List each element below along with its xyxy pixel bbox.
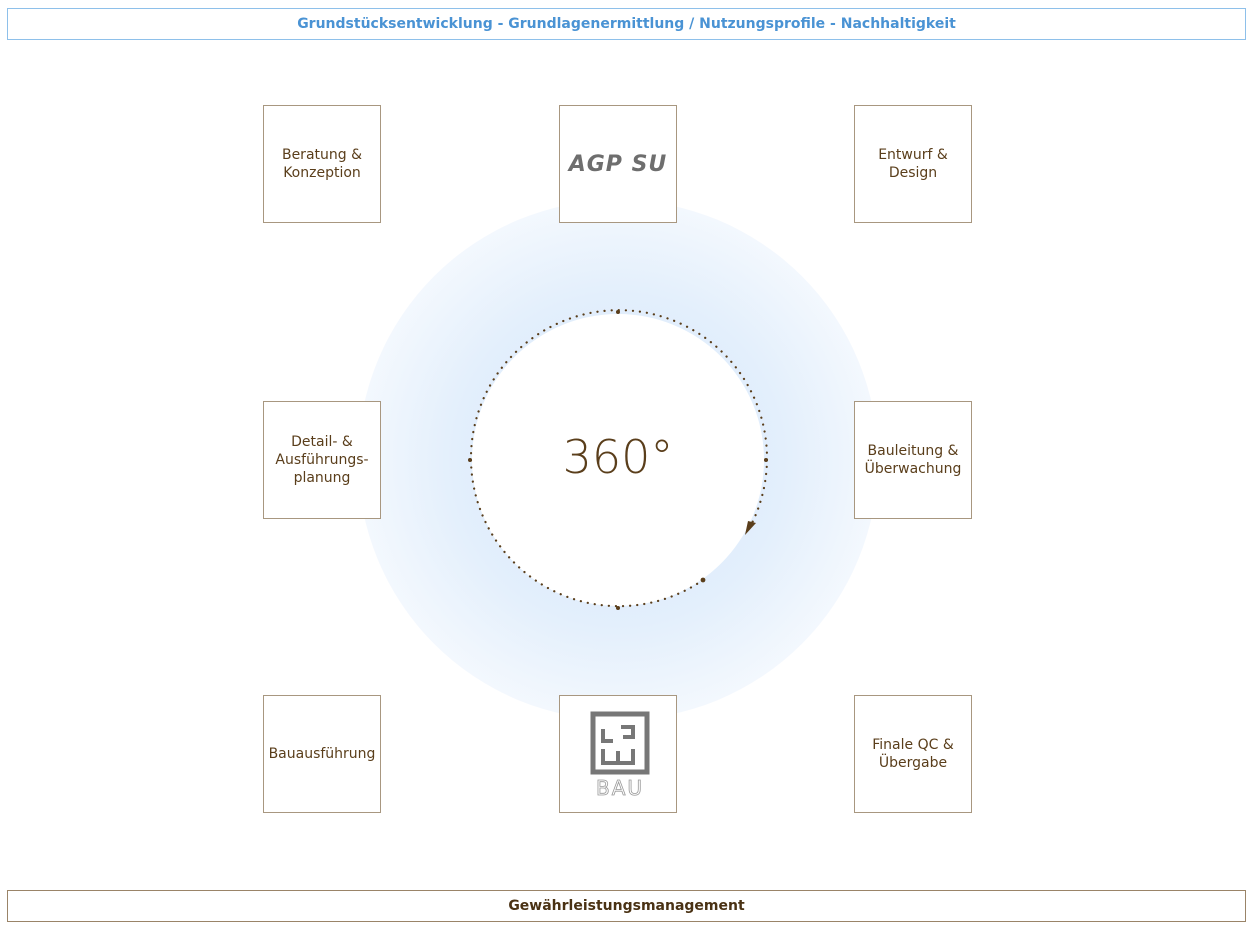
- footer-banner: Gewährleistungsmanagement: [7, 890, 1246, 922]
- logo-bau-box: BAU: [559, 695, 677, 813]
- center-label: 360°: [562, 430, 674, 484]
- center-circle: [472, 314, 764, 606]
- box-finale-qc: Finale QC & Übergabe: [854, 695, 972, 813]
- box-entwurf: Entwurf & Design: [854, 105, 972, 223]
- header-banner: Grundstücksentwicklung - Grundlagenermit…: [7, 8, 1246, 40]
- bau-logo: BAU: [590, 711, 650, 799]
- svg-text:BAU: BAU: [596, 776, 644, 799]
- svg-text:AGP SU: AGP SU: [567, 152, 668, 177]
- box-bauausfuehrung: Bauausführung: [263, 695, 381, 813]
- box-detailplanung: Detail- & Ausführungs-planung: [263, 401, 381, 519]
- logo-agp-box: AGP SU: [559, 105, 677, 223]
- arrow-icon: [745, 521, 756, 535]
- box-bauleitung: Bauleitung & Überwachung: [854, 401, 972, 519]
- agp-su-logo: AGP SU: [567, 152, 668, 177]
- box-beratung: Beratung & Konzeption: [263, 105, 381, 223]
